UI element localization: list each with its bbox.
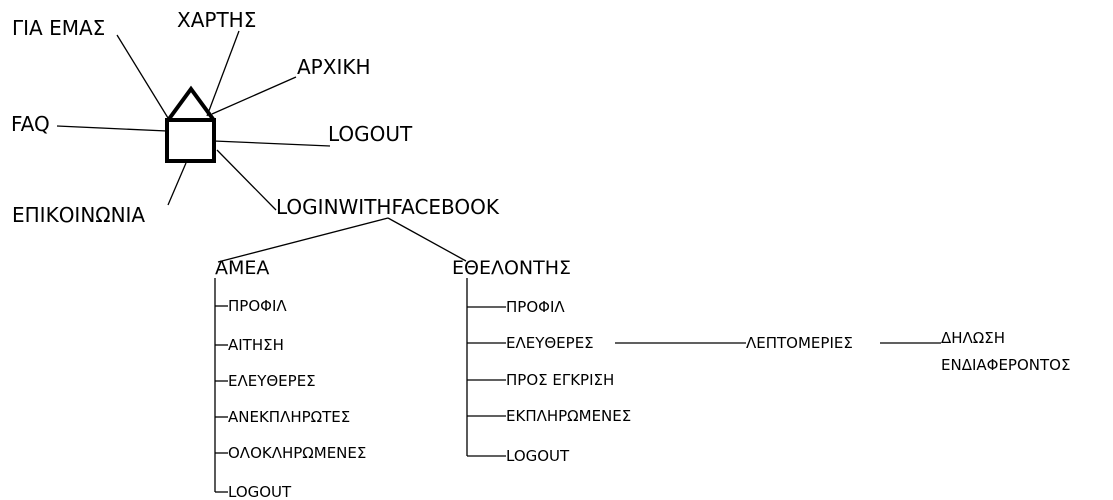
home-link[interactable]: ΑΡΧΙΚΗ (297, 55, 371, 79)
volunteer-free[interactable]: ΕΛΕΥΘΕΡΕΣ (506, 334, 594, 352)
details-node[interactable]: ΛΕΠΤΟΜΕΡΙΕΣ (746, 334, 853, 352)
amea-request[interactable]: ΑΙΤΗΣΗ (228, 336, 284, 354)
amea-completed[interactable]: ΟΛΟΚΛΗΡΩΜΕΝΕΣ (228, 444, 367, 462)
edge-home (211, 76, 297, 115)
logout-link[interactable]: LOGOUT (328, 122, 413, 146)
volunteer-profile[interactable]: ΠΡΟΦΙΛ (506, 298, 565, 316)
declaration-of-interest-line2: ΕΝΔΙΑΦΕΡΟΝΤΟΣ (941, 356, 1071, 374)
edge-logout (213, 140, 331, 147)
edge-map (206, 30, 240, 117)
amea-free[interactable]: ΕΛΕΥΘΕΡΕΣ (228, 372, 316, 390)
edge-login-volunteer (387, 217, 467, 262)
amea-unfulfilled[interactable]: ΑΝΕΚΠΛΗΡΩΤΕΣ (228, 408, 351, 426)
house-icon (165, 85, 216, 163)
volunteer-pending-approval[interactable]: ΠΡΟΣ ΕΓΚΡΙΣΗ (506, 371, 615, 389)
amea-profile[interactable]: ΠΡΟΦΙΛ (228, 297, 287, 315)
amea-title[interactable]: ΑΜΕΑ (215, 257, 270, 279)
edge-about (116, 34, 169, 119)
about-link[interactable]: ΓΙΑ ΕΜΑΣ (12, 16, 106, 40)
edge-login-amea (217, 217, 389, 263)
edge-contact (167, 162, 187, 206)
login-facebook-link[interactable]: LOGINWITHFACEBOOK (276, 195, 500, 219)
volunteer-title[interactable]: ΕΘΕΛΟΝΤΗΣ (452, 257, 572, 279)
edge-faq (56, 125, 168, 132)
contact-link[interactable]: ΕΠΙΚΟΙΝΩΝΙΑ (12, 203, 146, 227)
edge-login (216, 149, 277, 211)
faq-link[interactable]: FAQ (11, 112, 50, 136)
volunteer-logout[interactable]: LOGOUT (506, 447, 570, 465)
volunteer-fulfilled[interactable]: ΕΚΠΛΗΡΩΜΕΝΕΣ (506, 407, 632, 425)
map-link[interactable]: ΧΑΡΤΗΣ (177, 8, 257, 32)
declaration-of-interest-line1[interactable]: ΔΗΛΩΣΗ (941, 329, 1006, 347)
amea-logout[interactable]: LOGOUT (228, 483, 292, 500)
